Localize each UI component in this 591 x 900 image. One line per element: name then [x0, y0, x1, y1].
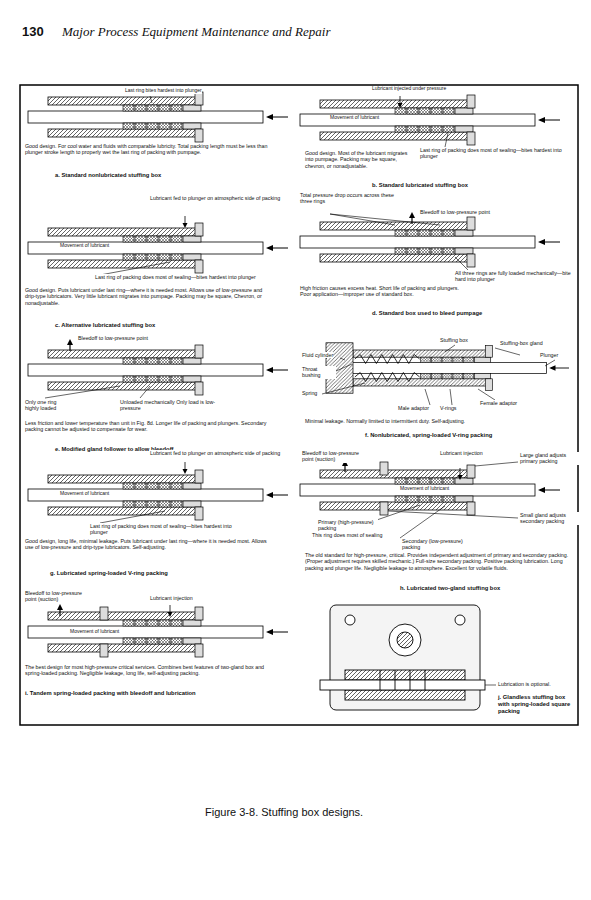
- panel-title: d. Standard box used to bleed pumpage: [372, 310, 572, 317]
- figure-label: Throat bushing: [302, 366, 336, 379]
- figure-label: Movement of lubricant: [70, 629, 119, 635]
- figure-label: Lubricant fed to plunger on atmospheric …: [150, 195, 290, 201]
- figure-label: Total pressure drop occurs across these …: [300, 192, 395, 205]
- figure-label: Last ring of packing does most of sealin…: [90, 523, 250, 536]
- figure-label: Primary (high-pressure) packing: [318, 519, 378, 532]
- figure-label: Minimal leakage. Normally limited to int…: [305, 418, 575, 424]
- figure-label: Small gland adjusts secondary packing: [520, 512, 580, 525]
- figure-label: Good design. Puts lubricant under last r…: [25, 287, 270, 306]
- figure-label: Bleedoff to low-pressure point: [420, 209, 490, 215]
- figure-label: Lubricant fed to plunger on atmospheric …: [150, 450, 290, 456]
- figure-label: Male adaptor: [398, 405, 429, 411]
- figure-label: Fluid cylinder: [302, 352, 333, 358]
- panel-title: g. Lubricated spring-loaded V-ring packi…: [50, 570, 270, 577]
- panel-title: b. Standard lubricated stuffing box: [372, 182, 572, 189]
- figure-label: The old standard for high-pressure, crit…: [305, 552, 575, 571]
- figure-label: Unloaded mechanically Only load is low-p…: [120, 399, 220, 412]
- panel-title: c. Alternative lubricated stuffing box: [55, 322, 275, 329]
- figure-label: This ring does most of sealing: [312, 532, 382, 538]
- figure-label: Female adaptor: [480, 400, 517, 406]
- panel-title: j. Glandless stuffing box with spring-lo…: [498, 694, 576, 714]
- panel-title: f. Nonlubricated, spring-loaded V-ring p…: [365, 432, 575, 439]
- figure-label: Good design. For cool water and fluids w…: [25, 143, 275, 156]
- figure-label: Movement of lubricant: [330, 115, 379, 121]
- figure-label: Good design, long life, minimal leakage.…: [25, 538, 270, 551]
- figure-label: Good design. Most of the lubricant migra…: [305, 150, 415, 169]
- figure-label: All three rings are fully loaded mechani…: [455, 270, 573, 283]
- figure-label: Bleedoff to low-pressure point: [78, 335, 148, 341]
- panel-title: i. Tandem spring-loaded packing with ble…: [25, 690, 285, 697]
- figure-label: Secondary (low-pressure) packing: [402, 538, 472, 551]
- figure-label: Movement of lubricant: [60, 243, 109, 249]
- panel-title: h. Lubricated two-gland stuffing box: [400, 585, 575, 592]
- figure-label: V-rings: [440, 405, 457, 411]
- figure-label: Less friction and lower temperature than…: [25, 420, 270, 433]
- figure-label: Only one ring highly loaded: [25, 399, 67, 412]
- panel-title: a. Standard nonlubricated stuffing box: [55, 172, 275, 179]
- figure-label: Lubricant injection: [150, 595, 193, 601]
- figure-label: Last ring of packing does most of sealin…: [420, 147, 570, 160]
- figure-label: Plunger: [540, 352, 558, 358]
- figure-label: Movement of lubricant: [400, 486, 449, 492]
- figure-label: Lubrication is optional.: [498, 681, 551, 687]
- figure-label: High friction causes excess heat. Short …: [300, 285, 460, 298]
- figure-label: Stuffing-box gland: [500, 340, 543, 346]
- figure-label: Spring: [302, 390, 317, 396]
- figure-label: Lubricant injected under pressure: [372, 86, 446, 92]
- figure-caption: Figure 3-8. Stuffing box designs.: [205, 806, 363, 819]
- figure-label: Movement of lubricant: [60, 491, 109, 497]
- figure-label: Stuffing box: [440, 337, 468, 343]
- figure-label: Last ring bites hardest into plunger: [125, 88, 202, 94]
- figure-label: The best design for most high-pressure c…: [25, 664, 265, 677]
- figure-label: Bleedoff to low-pressure point (suction): [302, 450, 362, 463]
- figure-label: Last ring of packing does most of sealin…: [95, 274, 265, 280]
- figure-label: Large gland adjusts primary packing: [520, 452, 580, 465]
- figure-label: Major Process Equipment Maintenance and …: [62, 24, 331, 39]
- figure-label: Lubricant injection: [440, 450, 485, 456]
- figure-label: Bleedoff to low-pressure point (suction): [25, 590, 90, 603]
- figure-label: 130: [22, 24, 44, 39]
